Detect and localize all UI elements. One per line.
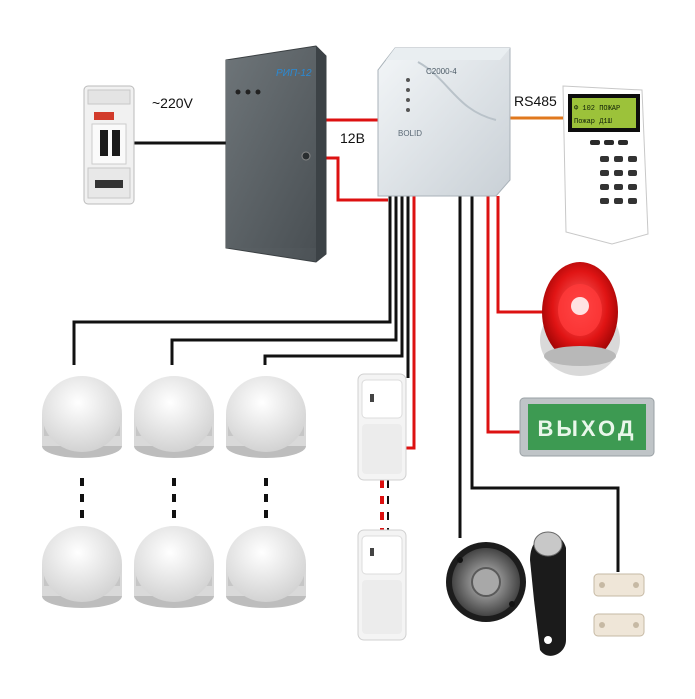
smoke-detector [226, 376, 306, 458]
exit-sign-text: ВЫХОД [537, 416, 636, 441]
psu-lock-icon [301, 151, 311, 161]
controller-model: С2000-4 [426, 67, 457, 76]
keypad-display [572, 98, 636, 128]
magnetic-contact [593, 573, 645, 637]
keypad-display-line1: Ф 102 ПОЖАР [574, 105, 620, 113]
siren-wire [496, 196, 545, 314]
controller-led-4 [406, 108, 410, 112]
power-supply-brand: РИП-12 [276, 68, 312, 79]
power-supply-unit: РИП-12 [225, 45, 327, 263]
wiring [72, 116, 620, 572]
detector-loop-3 [263, 196, 404, 365]
psu-indicator-3 [255, 89, 261, 95]
power-wire-12v-bottom [326, 156, 388, 202]
circuit-breaker [83, 85, 135, 205]
keypad-unit: Ф 102 ПОЖАР Пожар Д1Ш [562, 85, 649, 245]
key-fob [530, 531, 566, 656]
psu-indicator-1 [235, 89, 241, 95]
dc-voltage-label: 12В [340, 130, 365, 146]
rs485-label: RS485 [514, 93, 557, 109]
smoke-detector [42, 376, 122, 458]
controller-led-2 [406, 88, 410, 92]
controller-brand: BOLID [398, 129, 422, 138]
controller-led-1 [406, 78, 410, 82]
smoke-detector [226, 526, 306, 608]
smoke-detector [42, 526, 122, 608]
controller-led-3 [406, 98, 410, 102]
smoke-detector [134, 526, 214, 608]
mains-voltage-label: ~220V [152, 95, 194, 111]
motion-sensor [357, 529, 407, 641]
keypad-display-line2: Пожар Д1Ш [574, 118, 612, 126]
motion-loop-red [406, 196, 416, 450]
smoke-detector [134, 376, 214, 458]
detector-loop-2 [170, 196, 398, 365]
detector-loop-1 [72, 196, 392, 365]
key-reader [446, 542, 526, 622]
contact-wire [470, 196, 620, 572]
controller-unit: С2000-4 BOLID [377, 47, 511, 197]
smoke-detectors [42, 376, 306, 608]
motion-sensor [357, 373, 407, 481]
siren-light [540, 262, 620, 376]
exit-sign-wire [486, 196, 522, 434]
psu-indicator-2 [245, 89, 251, 95]
exit-sign: ВЫХОД [519, 397, 655, 457]
keypad-buttons [600, 156, 637, 204]
